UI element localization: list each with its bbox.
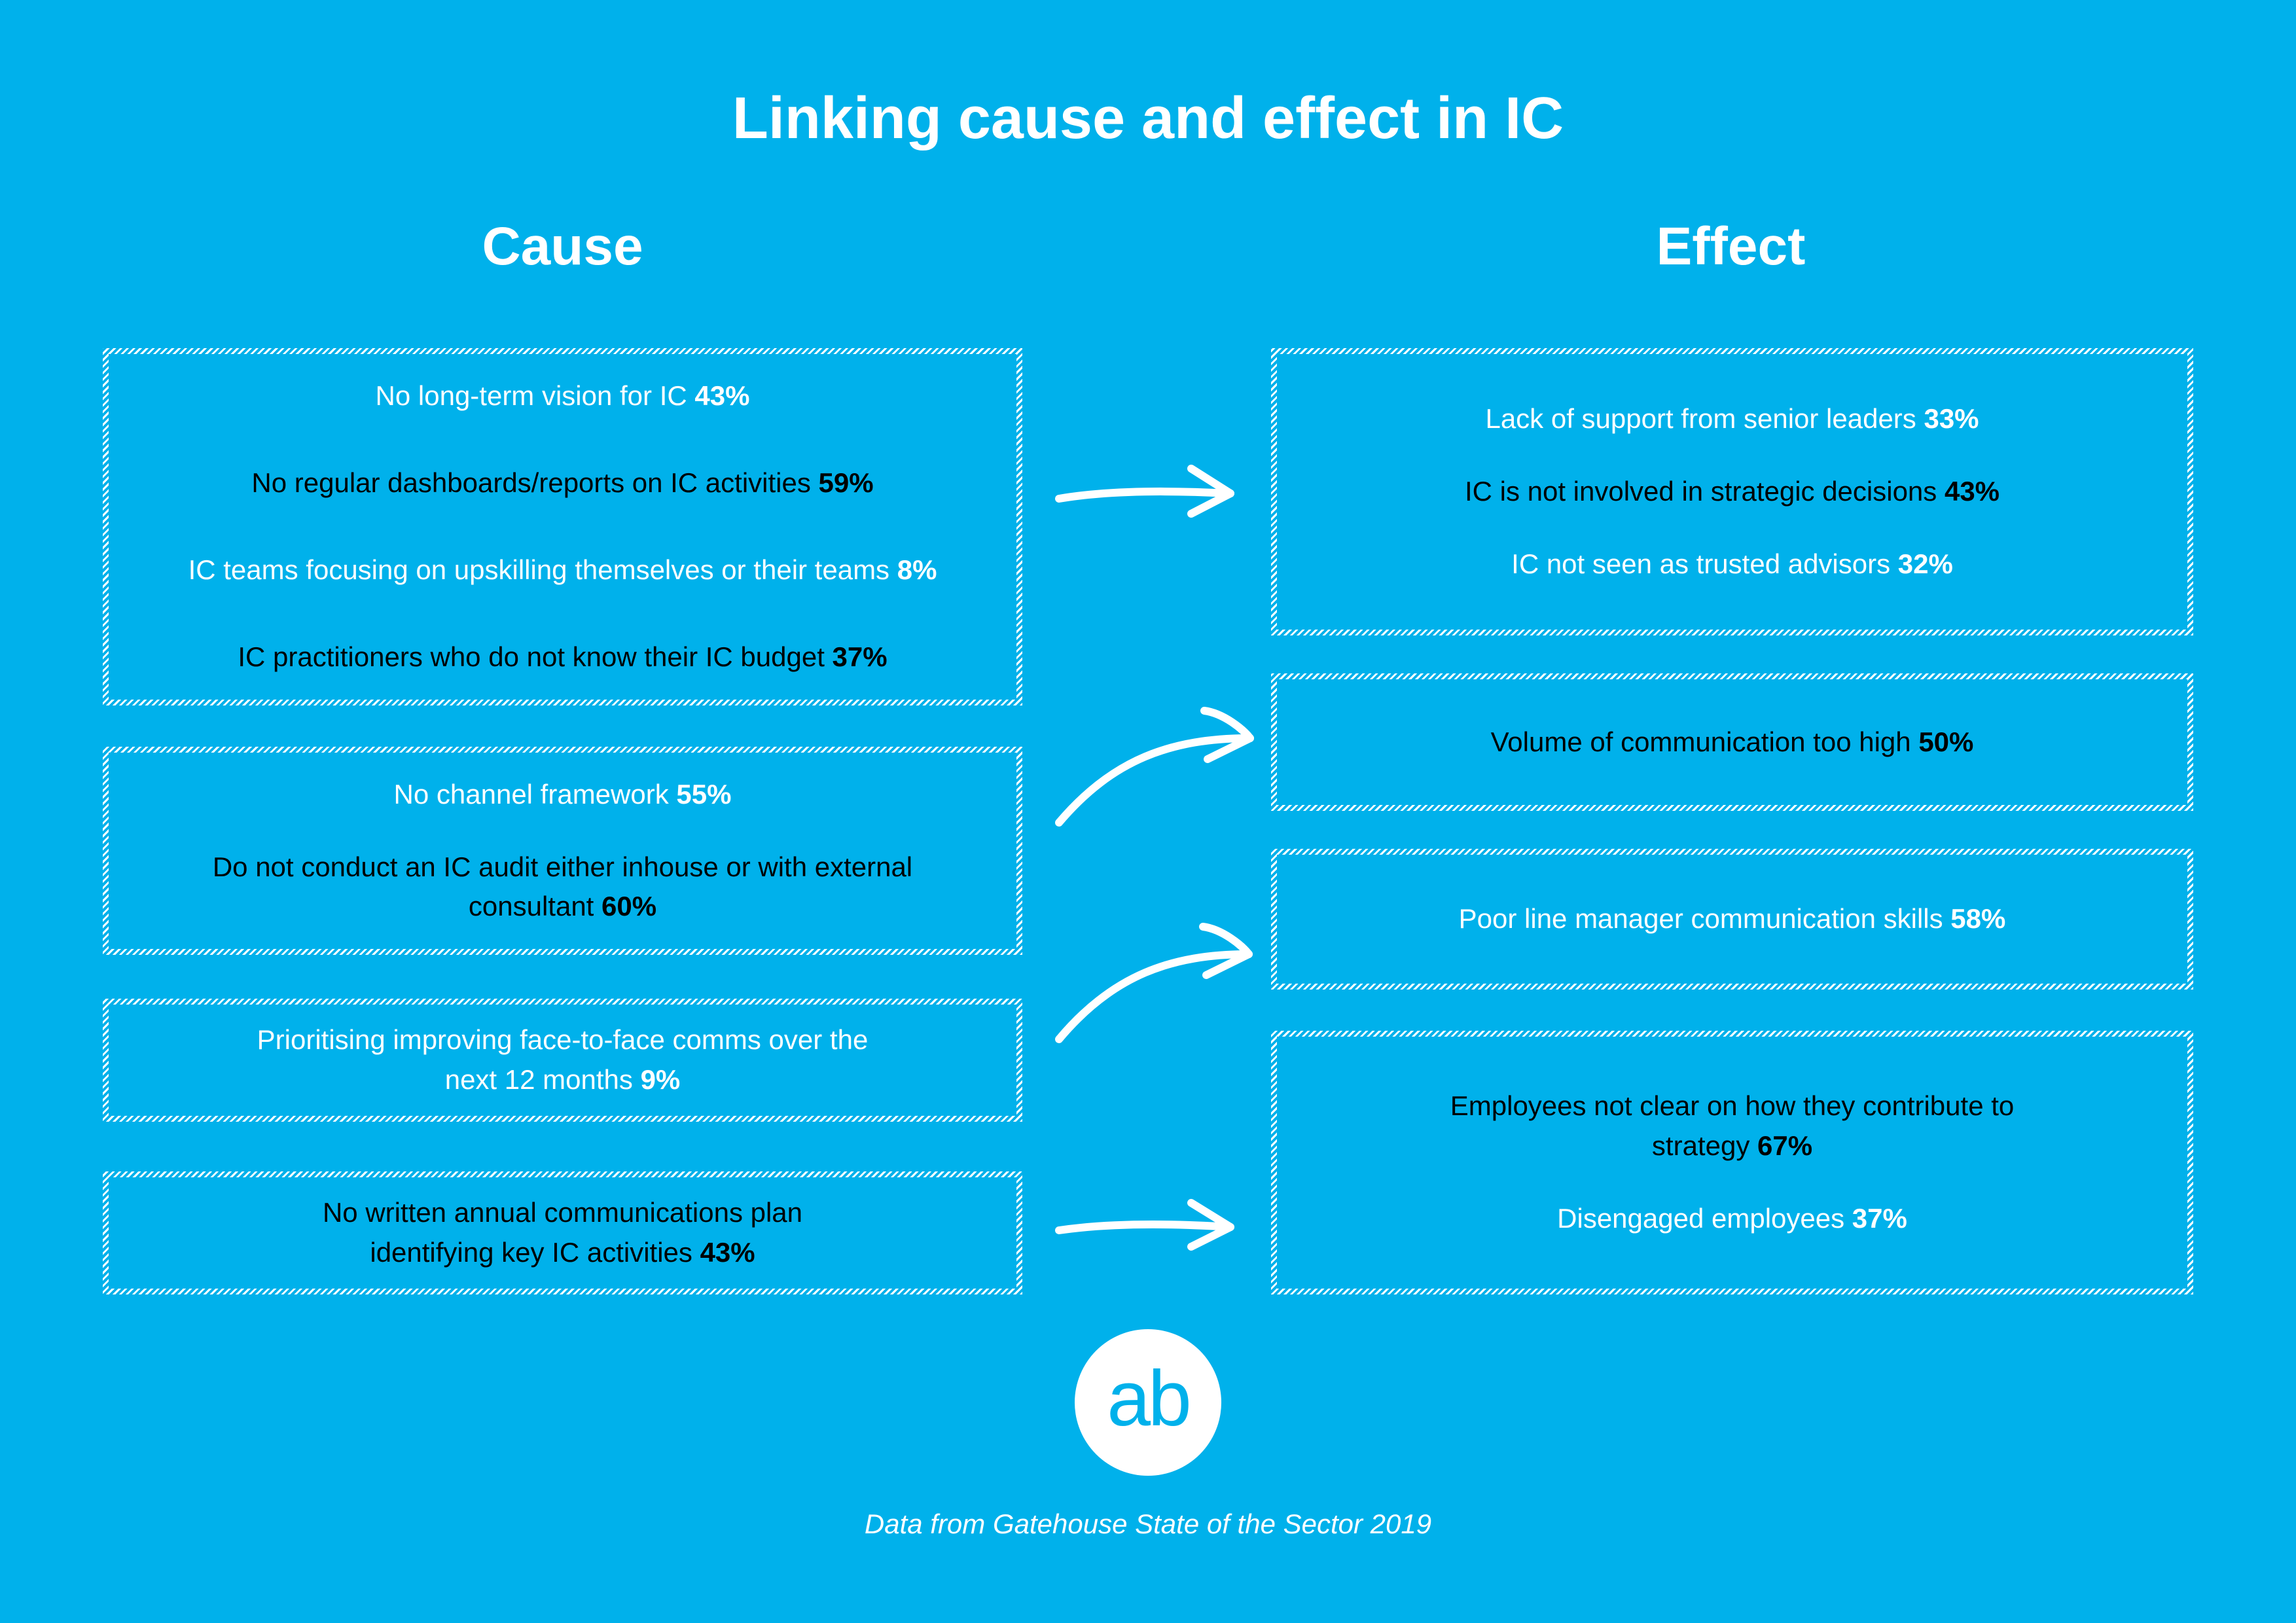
statement-percentage: 9% (640, 1064, 681, 1095)
statement-text: Disengaged employees (1557, 1202, 1852, 1234)
statement-line: Employees not clear on how they contribu… (1408, 1086, 2056, 1166)
source-footnote: Data from Gatehouse State of the Sector … (864, 1508, 1432, 1539)
statement-text: Volume of communication too high (1490, 726, 1919, 757)
statement-percentage: 43% (1944, 476, 2000, 507)
statement-text: No long-term vision for IC (375, 380, 695, 412)
effect-box: Employees not clear on how they contribu… (1271, 1031, 2193, 1294)
statement-percentage: 37% (832, 641, 888, 672)
statement-line: No long-term vision for IC 43% (376, 376, 750, 416)
arrow-icon (1055, 923, 1253, 1043)
ab-logo: ab (1075, 1329, 1221, 1476)
statement-percentage: 37% (1852, 1202, 1907, 1234)
statement-line: Lack of support from senior leaders 33% (1485, 399, 1979, 439)
cause-heading: Cause (482, 217, 643, 276)
statement-percentage: 55% (676, 778, 732, 810)
statement-text: No regular dashboards/reports on IC acti… (251, 467, 819, 499)
statement-text: Do not conduct an IC audit either inhous… (212, 851, 913, 922)
statement-percentage: 43% (694, 380, 750, 412)
statement-percentage: 67% (1757, 1130, 1813, 1162)
statement-text: IC teams focusing on upskilling themselv… (188, 554, 897, 585)
statement-line: No regular dashboards/reports on IC acti… (251, 463, 873, 503)
statement-percentage: 33% (1924, 403, 1979, 435)
statement-percentage: 59% (818, 467, 874, 499)
arrow-icon (1055, 1199, 1234, 1251)
statement-text: IC not seen as trusted advisors (1511, 548, 1898, 579)
statement-text: IC practitioners who do not know their I… (238, 641, 833, 672)
effect-box: Volume of communication too high 50% (1271, 673, 2193, 811)
cause-box: Prioritising improving face-to-face comm… (103, 999, 1022, 1122)
statement-text: IC is not involved in strategic decision… (1464, 476, 1945, 507)
cause-box: No written annual communications plan id… (103, 1171, 1022, 1294)
statement-percentage: 43% (700, 1237, 755, 1268)
statement-line: IC is not involved in strategic decision… (1465, 472, 2000, 512)
statement-text: Employees not clear on how they contribu… (1450, 1090, 2015, 1162)
effect-heading: Effect (1656, 217, 1806, 276)
statement-text: No channel framework (393, 778, 677, 810)
statement-text: Lack of support from senior leaders (1485, 403, 1924, 435)
statement-line: Volume of communication too high 50% (1491, 722, 1974, 762)
statement-text: Prioritising improving face-to-face comm… (257, 1024, 869, 1095)
statement-percentage: 8% (897, 554, 937, 585)
statement-percentage: 32% (1897, 548, 1953, 579)
statement-percentage: 50% (1918, 726, 1974, 757)
arrow-icon (1055, 707, 1254, 827)
effect-box: Lack of support from senior leaders 33% I… (1271, 348, 2193, 635)
statement-line: IC practitioners who do not know their I… (238, 637, 887, 677)
page-title: Linking cause and effect in IC (732, 86, 1564, 151)
statement-text: Poor line manager communication skills (1458, 903, 1951, 935)
statement-line: IC teams focusing on upskilling themselv… (188, 550, 937, 590)
arrow-icon (1055, 465, 1234, 518)
statement-text: No written annual communications plan id… (322, 1197, 803, 1268)
statement-line: Prioritising improving face-to-face comm… (246, 1020, 879, 1100)
statement-line: Do not conduct an IC audit either inhous… (187, 847, 938, 927)
statement-line: No written annual communications plan id… (285, 1193, 840, 1273)
statement-line: IC not seen as trusted advisors 32% (1511, 544, 1953, 584)
statement-percentage: 58% (1950, 903, 2006, 935)
statement-line: No channel framework 55% (394, 775, 732, 815)
logo-text: ab (1107, 1355, 1191, 1442)
statement-line: Poor line manager communication skills 5… (1459, 899, 2006, 939)
statement-percentage: 60% (601, 891, 657, 922)
cause-box: No long-term vision for IC 43% No regular… (103, 348, 1022, 705)
statement-line: Disengaged employees 37% (1557, 1199, 1907, 1239)
effect-box: Poor line manager communication skills 5… (1271, 849, 2193, 990)
cause-box: No channel framework 55% Do not conduct a… (103, 747, 1022, 955)
